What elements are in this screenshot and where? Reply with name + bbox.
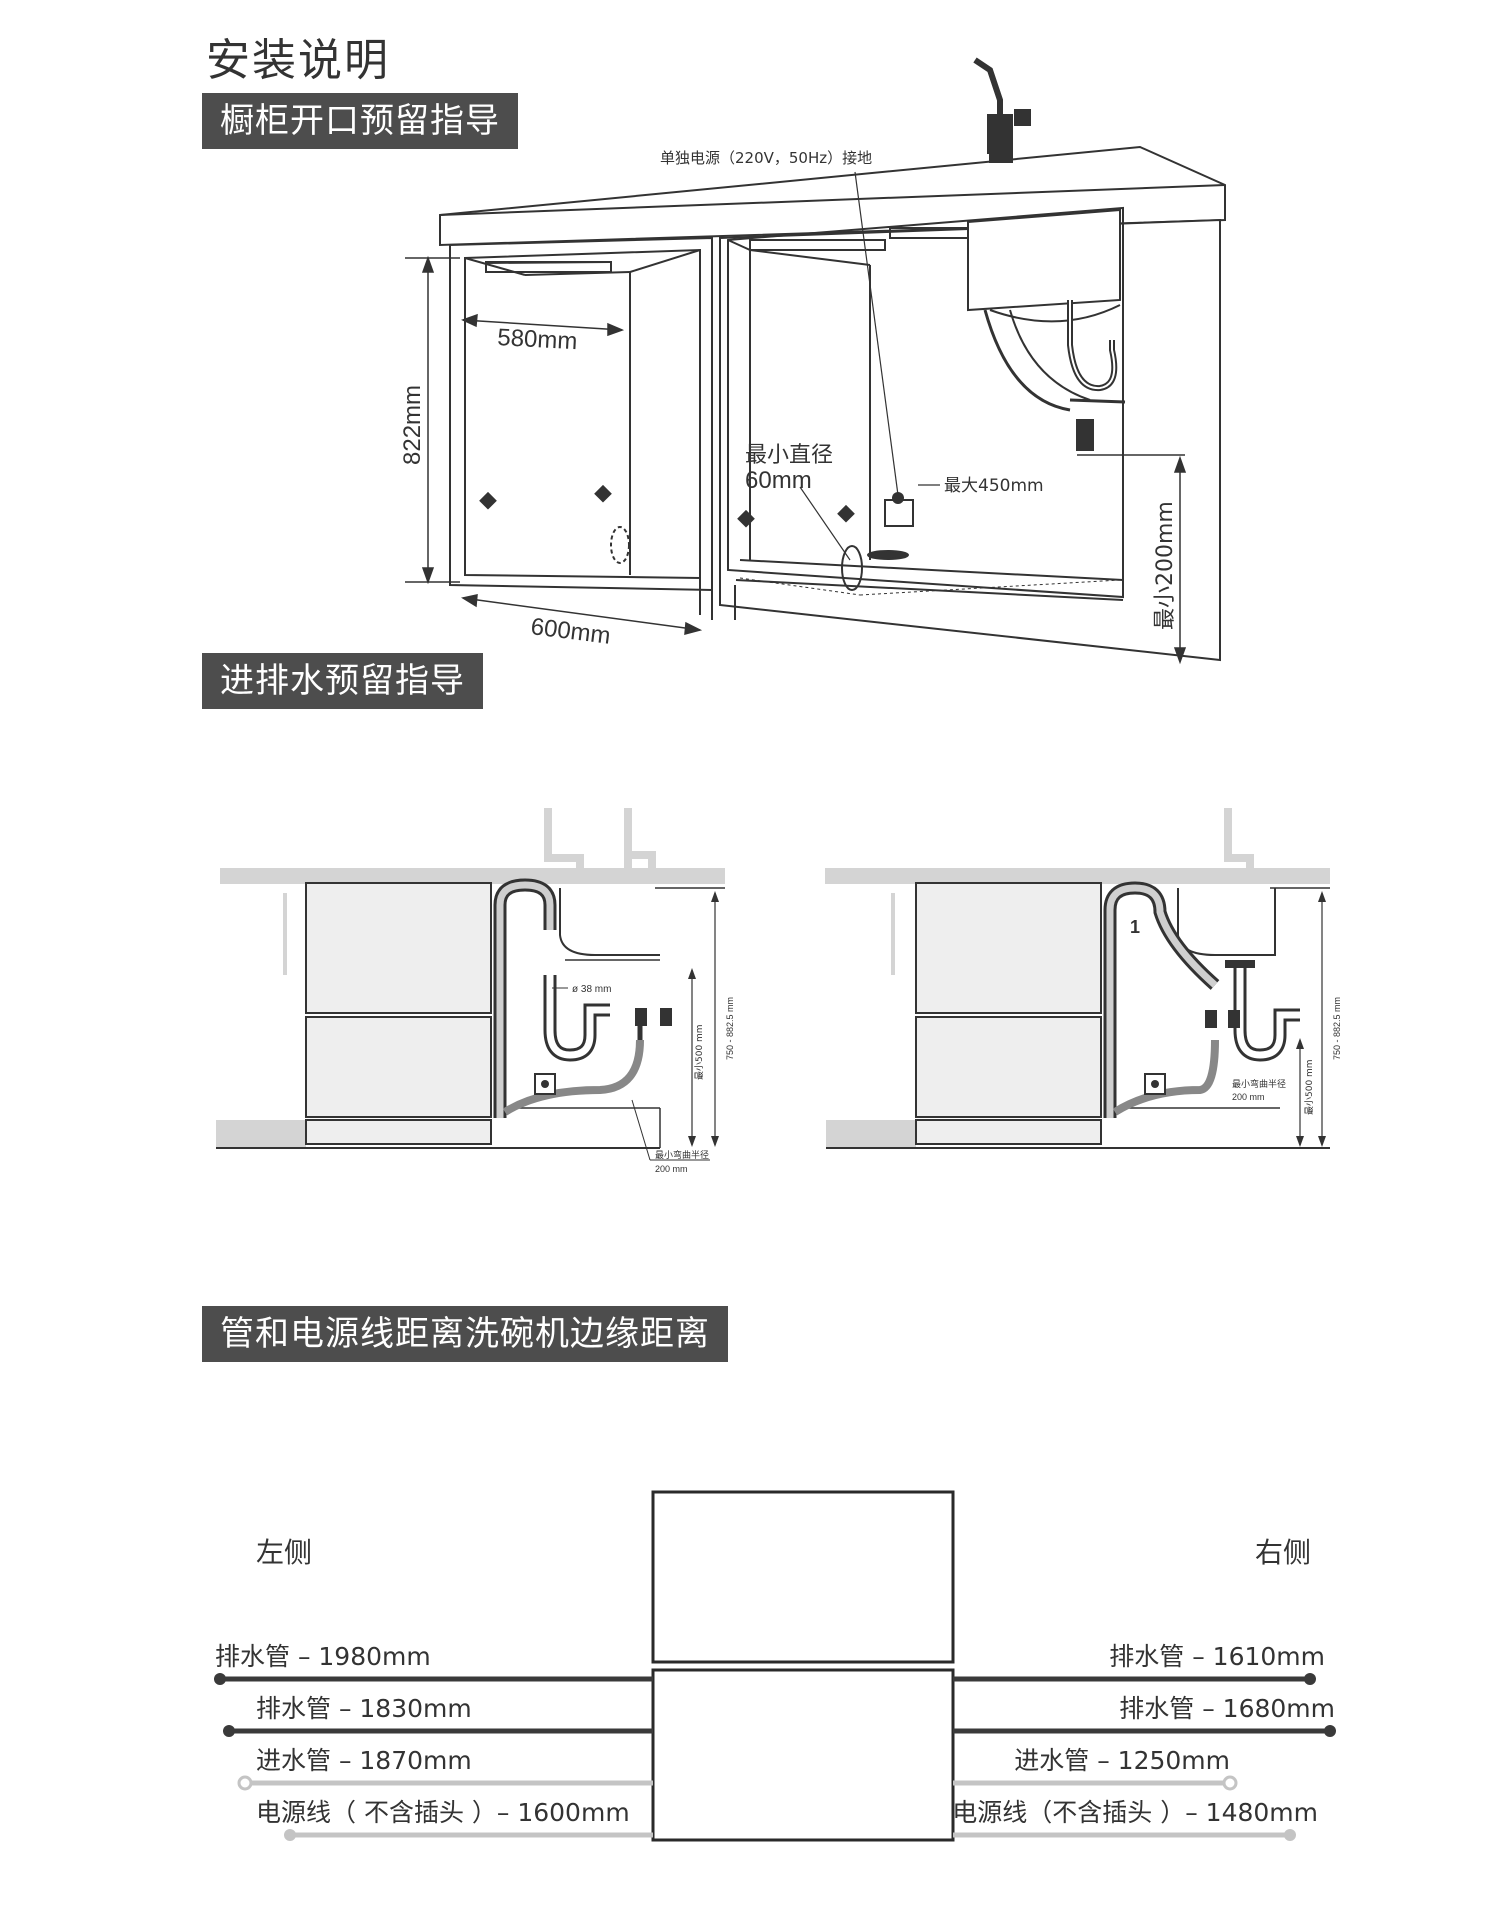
right-min-height-label: 最小500 mm (1304, 1059, 1315, 1115)
left-item-1: 排水管 – 1980mm (215, 1642, 431, 1671)
section-header-water: 进排水预留指导 (202, 653, 483, 709)
right-line-2-end (1324, 1725, 1336, 1737)
right-bend-label-1: 最小弯曲半径 (1232, 1078, 1286, 1090)
right-item-1: 排水管 – 1610mm (1109, 1642, 1325, 1671)
right-bend-label-2: 200 mm (1232, 1092, 1265, 1102)
right-item-3: 进水管 – 1250mm (1014, 1746, 1230, 1775)
water-diagram-right (825, 808, 1330, 1149)
left-line-4-end (284, 1829, 296, 1841)
left-min-height-label: 最小500 mm (694, 1024, 705, 1080)
max-height-label: 最大450mm (944, 476, 1044, 496)
right-line-3-end (1222, 1775, 1238, 1791)
cabinet-dimensions (405, 255, 1187, 665)
distance-diagram (214, 1490, 1336, 1842)
left-item-3: 进水管 – 1870mm (256, 1746, 472, 1775)
page-title: 安装说明 (206, 35, 390, 86)
depth-label: 580mm (497, 324, 578, 355)
power-note-label: 单独电源（220V，50Hz）接地 (660, 149, 872, 167)
left-range-label: 750 - 882.5 mm (725, 997, 735, 1060)
left-line-2-end (223, 1725, 235, 1737)
left-item-2: 排水管 – 1830mm (256, 1694, 472, 1723)
right-item-2: 排水管 – 1680mm (1119, 1694, 1335, 1723)
hole-label-2: 60mm (745, 467, 812, 494)
left-bend-label-2: 200 mm (655, 1164, 688, 1174)
min-height-label: 最小200mm (1153, 501, 1178, 630)
left-side-title: 左侧 (256, 1536, 312, 1569)
pipe-dia-label: ø 38 mm (572, 984, 611, 995)
water-diagram-left (216, 808, 725, 1161)
right-line-4-end (1284, 1829, 1296, 1841)
left-line-3-end (237, 1775, 253, 1791)
right-marker-label: 1 (1130, 917, 1140, 937)
right-item-4: 电源线（不含插头 ）– 1480mm (952, 1798, 1318, 1827)
section-header-cabinet: 橱柜开口预留指导 (202, 93, 518, 149)
right-side-title: 右侧 (1255, 1536, 1311, 1569)
section-header-distance: 管和电源线距离洗碗机边缘距离 (202, 1306, 728, 1362)
height-label: 822mm (399, 385, 426, 465)
width-label: 600mm (529, 613, 612, 650)
left-bend-label-1: 最小弯曲半径 (655, 1149, 709, 1161)
cabinet-diagram (439, 57, 1226, 662)
left-line-1-end (214, 1673, 226, 1685)
right-range-label: 750 - 882.5 mm (1332, 997, 1342, 1060)
hole-label-1: 最小直径 (745, 443, 833, 468)
right-line-1-end (1304, 1673, 1316, 1685)
left-item-4: 电源线（ 不含插头 ）– 1600mm (256, 1798, 630, 1827)
